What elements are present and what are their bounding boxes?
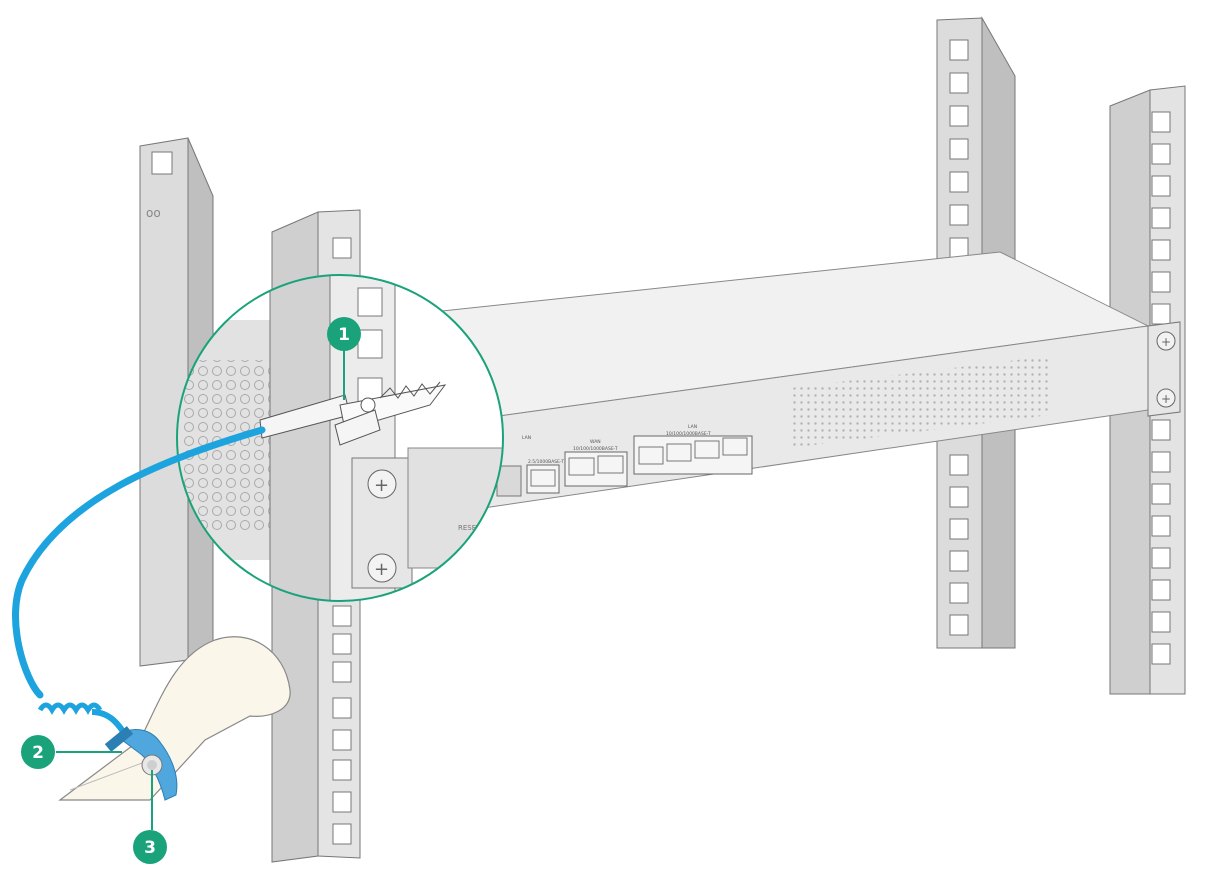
rack-square-hole bbox=[949, 582, 969, 604]
rack-square-hole bbox=[949, 105, 969, 127]
rack-square-hole bbox=[949, 204, 969, 226]
callout-2: 2 bbox=[21, 735, 122, 769]
callout-1-number: 1 bbox=[338, 325, 350, 345]
svg-text:+: + bbox=[374, 559, 389, 580]
rack-square-hole bbox=[1151, 111, 1171, 133]
rack-square-hole bbox=[1151, 419, 1171, 441]
callout-3-number: 3 bbox=[144, 838, 156, 858]
rack-square-hole bbox=[949, 39, 969, 61]
rack-square-hole bbox=[1151, 175, 1171, 197]
rack-square-hole bbox=[949, 237, 969, 259]
magnified-view: RESET + + bbox=[176, 274, 504, 602]
callout-2-number: 2 bbox=[32, 743, 44, 763]
alligator-clip-icon bbox=[259, 381, 447, 446]
rack-square-hole bbox=[1151, 483, 1171, 505]
svg-text:+: + bbox=[1161, 392, 1171, 406]
lan-group-label-left: LAN bbox=[522, 435, 531, 441]
rack-square-hole bbox=[1151, 303, 1171, 325]
rack-square-hole bbox=[949, 138, 969, 160]
rack-square-hole bbox=[1151, 579, 1171, 601]
wrist-strap bbox=[104, 726, 178, 801]
rack-square-hole bbox=[949, 614, 969, 636]
rack-square-hole bbox=[949, 72, 969, 94]
mounting-ear-right: + + bbox=[1147, 321, 1181, 417]
rack-square-hole bbox=[1151, 547, 1171, 569]
rack-square-hole bbox=[1151, 239, 1171, 261]
rack-square-hole bbox=[1151, 611, 1171, 633]
rack-square-hole bbox=[1151, 643, 1171, 665]
rack-square-hole bbox=[1151, 515, 1171, 537]
front-panel-ports: LAN 2.5/1000BASE-T WAN 10/100/1000BASE-T… bbox=[496, 424, 753, 497]
callout-1: 1 bbox=[327, 317, 361, 400]
screw-icon bbox=[1156, 388, 1176, 408]
wan-ports bbox=[564, 451, 628, 487]
wan-port-label: 10/100/1000BASE-T bbox=[573, 446, 618, 452]
wan-group-label: WAN bbox=[590, 439, 601, 445]
hand-with-wrist-strap bbox=[58, 636, 291, 801]
lan-group-label-right: LAN bbox=[688, 424, 697, 430]
reset-label: RESET bbox=[458, 524, 481, 532]
rack-square-hole bbox=[1151, 207, 1171, 229]
screw-icon bbox=[1156, 331, 1176, 351]
callout-3: 3 bbox=[133, 770, 167, 864]
rack-square-hole bbox=[949, 518, 969, 540]
rack-square-hole bbox=[1151, 143, 1171, 165]
screw-icon bbox=[367, 469, 397, 499]
svg-text:+: + bbox=[1161, 335, 1171, 349]
svg-text:+: + bbox=[374, 475, 389, 496]
rack-square-hole bbox=[949, 550, 969, 572]
rack-square-hole bbox=[1151, 271, 1171, 293]
rack-square-hole bbox=[949, 486, 969, 508]
screw-icon bbox=[367, 553, 397, 583]
svg-text:oo: oo bbox=[146, 206, 161, 220]
rack-square-hole bbox=[949, 454, 969, 476]
sfp-port bbox=[496, 465, 522, 497]
rack-square-hole bbox=[1151, 451, 1171, 473]
lan-port-label: 10/100/1000BASE-T bbox=[666, 431, 711, 437]
port-2-5g-label: 2.5/1000BASE-T bbox=[528, 459, 564, 465]
rack-square-hole bbox=[949, 171, 969, 193]
ethernet-port-2-5g bbox=[526, 464, 560, 494]
